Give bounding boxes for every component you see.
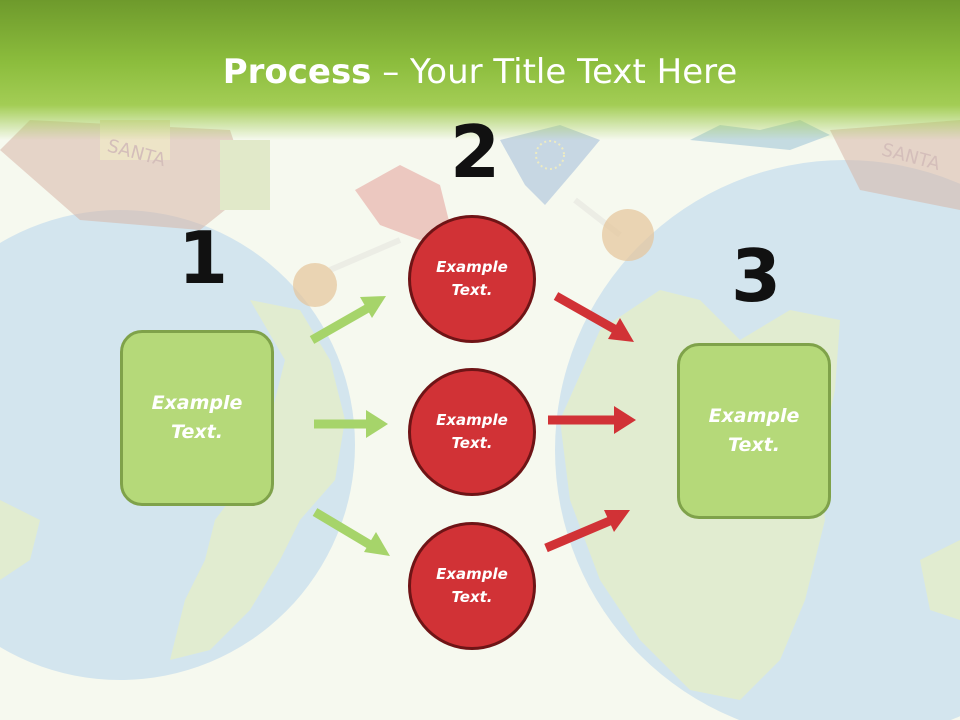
step-1-box: Example Text.	[120, 330, 274, 506]
green-arrow-up	[309, 296, 386, 344]
circle-middle-text: Example Text.	[436, 411, 508, 452]
red-arrow-right	[548, 406, 636, 434]
circle-top-text: Example Text.	[436, 258, 508, 299]
title-bar	[0, 0, 960, 140]
green-arrow-down	[312, 508, 390, 556]
decorative-flags	[328, 125, 622, 273]
step-2-number: 2	[450, 110, 501, 194]
slide-title: Process – Your Title Text Here	[0, 52, 960, 92]
circle-bottom: Example Text.	[408, 522, 536, 650]
title-rest: – Your Title Text Here	[371, 52, 738, 92]
circle-bottom-text: Example Text.	[436, 565, 508, 606]
circle-top: Example Text.	[408, 215, 536, 343]
step-1-text: Example Text.	[151, 392, 243, 443]
red-arrow-down	[553, 292, 634, 342]
step-1-number: 1	[178, 216, 229, 300]
decorative-ships: SANTA SANTA	[0, 120, 960, 230]
green-arrow-right	[314, 410, 388, 438]
step-3-number: 3	[731, 234, 782, 318]
red-arrow-up	[544, 510, 630, 553]
step-3-box: Example Text.	[677, 343, 831, 519]
circle-middle: Example Text.	[408, 368, 536, 496]
decorative-balloons	[293, 209, 654, 307]
title-bold: Process	[222, 52, 372, 92]
step-3-text: Example Text.	[708, 405, 800, 456]
